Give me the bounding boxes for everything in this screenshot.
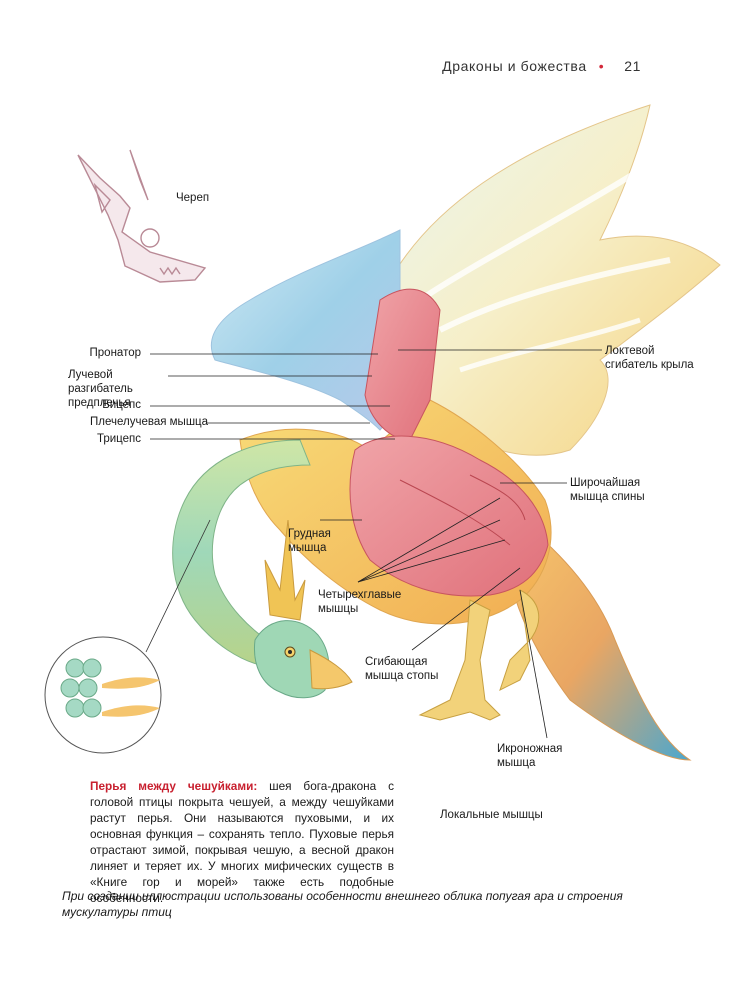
local-muscles-label: Локальные мышцы	[440, 809, 543, 821]
right-wing	[389, 104, 721, 456]
label-triceps: Трицепс	[96, 433, 141, 445]
section-title: Драконы и божества	[442, 58, 587, 74]
label-biceps: Бицепс	[102, 399, 141, 411]
tail-feathers	[509, 519, 692, 761]
label-skull: Череп	[176, 192, 210, 204]
label-foot-flexor: Сгибающая мышца стопы	[365, 656, 439, 682]
left-wing	[210, 229, 406, 431]
illustration-caption: При создании иллюстрации использованы ос…	[62, 889, 623, 919]
label-ulnar-flexor: Локтевой сгибатель крыла	[605, 345, 694, 371]
label-quadriceps: Четырехглавые мышцы	[318, 589, 402, 615]
scale-detail-zoom	[44, 519, 211, 754]
dragon-head	[253, 519, 353, 699]
scales-feathers-note: Перья между чешуйками: шея бога-дракона …	[90, 778, 394, 906]
label-pectoral: Грудная мышца	[288, 528, 331, 554]
page-header: Драконы и божества • 21	[442, 58, 641, 74]
label-brachioradialis: Плечелучевая мышца	[90, 416, 209, 428]
dragon-legs	[418, 589, 540, 721]
skull-sketch	[77, 149, 207, 283]
note-body: шея бога-дракона с головой птицы покрыта…	[90, 779, 394, 905]
page-number: 21	[624, 58, 641, 74]
note-title: Перья между чешуйками:	[90, 779, 258, 793]
muscle-overlay	[349, 288, 549, 597]
label-pronator: Пронатор	[89, 347, 141, 359]
label-radial-extensor: Лучевой разгибатель предплечья	[68, 369, 133, 409]
label-gastrocnemius: Икроножная мышца	[497, 743, 563, 769]
label-latissimus: Широчайшая мышца спины	[570, 477, 645, 503]
leader-lines	[150, 349, 602, 739]
separator-dot: •	[598, 58, 605, 74]
